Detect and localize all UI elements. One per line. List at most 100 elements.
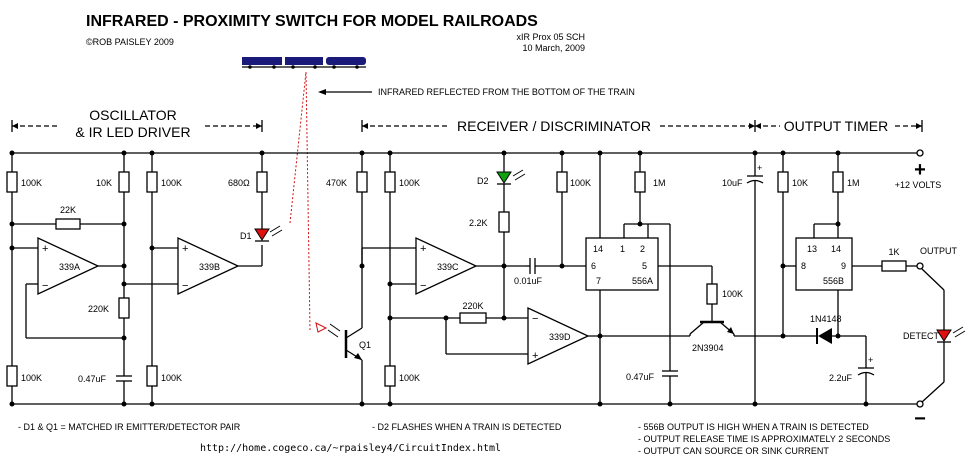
minus-sign: − [914,408,926,430]
label-1m-556a: 1M [653,178,666,188]
note-release-time: - OUTPUT RELEASE TIME IS APPROXIMATELY 2… [638,434,890,444]
opamp-339b-plus: + [182,243,188,255]
opamp-339d [527,306,590,366]
label-100k-rx-bottom: 100K [399,373,420,383]
timer-span-marker [755,120,923,132]
resistor-10k-556b [777,171,789,193]
label-047uf-osc: 0.47uF [78,374,107,384]
label-d1: D1 [240,231,252,241]
label-detect: DETECT [903,331,940,341]
opamp-339a-plus: + [42,243,48,255]
label-1n4148: 1N4148 [810,314,842,324]
label-22k: 22K [60,205,76,215]
label-q1: Q1 [359,340,371,350]
label-100k-base: 100K [722,289,743,299]
section-oscillator-line2: & IR LED DRIVER [75,124,190,140]
transistor-2n3904 [689,320,735,335]
opamp-339c-minus: − [420,280,426,292]
opamp-339c-plus: + [420,243,426,255]
label-100k-339b-top: 100K [161,178,182,188]
page-title: INFRARED - PROXIMITY SWITCH FOR MODEL RA… [86,13,538,30]
pin-556b-13: 13 [807,244,817,254]
label-1k: 1K [888,247,899,257]
opamp-339b [177,236,240,296]
label-2n3904: 2N3904 [692,343,724,353]
pin-556a-5: 5 [642,261,647,271]
plus-sign: + [914,159,926,181]
ic-556b [795,237,853,291]
cap-10uf-plus: + [757,163,762,173]
led-d2 [496,171,512,184]
pin-556b-14: 14 [831,244,841,254]
supply-voltage-label: +12 VOLTS [895,180,942,190]
ir-note-text: INFRARED REFLECTED FROM THE BOTTOM OF TH… [378,87,635,97]
resistor-2k2 [498,211,510,233]
label-001uf: 0.01uF [514,276,543,286]
label-556a: 556A [632,276,653,286]
label-339d: 339D [549,332,571,342]
label-2k2: 2.2K [469,218,488,228]
note-matched-pair: - D1 & Q1 = MATCHED IR EMITTER/DETECTOR … [18,422,241,432]
label-556b: 556B [823,276,844,286]
train-illustration [242,57,366,69]
note-d2-flashes: - D2 FLASHES WHEN A TRAIN IS DETECTED [372,422,562,432]
label-100k-rx-top: 100K [399,178,420,188]
label-220k-rx: 220K [462,301,483,311]
section-oscillator-line1: OSCILLATOR [89,107,176,123]
label-22uf: 2.2uF [829,373,853,383]
opamp-339d-plus: + [532,350,538,362]
positive-terminal[interactable] [916,149,924,157]
pin-556a-6: 6 [591,261,596,271]
ground-terminal[interactable] [916,400,924,408]
resistor-220k-osc [118,297,130,319]
label-339a: 339A [59,262,80,272]
label-339b: 339B [199,262,220,272]
pin-556a-7: 7 [596,276,601,286]
label-100k-556a: 100K [570,178,591,188]
label-output: OUTPUT [920,246,958,256]
label-220k-osc: 220K [88,304,109,314]
pin-556b-9: 9 [841,261,846,271]
resistor-100k-339b-top [146,171,158,193]
pin-556b-8: 8 [801,261,806,271]
output-terminal[interactable] [916,262,924,270]
opamp-339b-minus: − [182,280,188,292]
label-100k-osc-top: 100K [21,178,42,188]
ir-note-arrow [318,89,372,95]
opamp-339a [37,236,100,296]
led-d1 [254,228,270,241]
resistor-100k-osc-top [6,171,18,193]
resistor-1k-output [881,260,907,272]
resistor-1m-556a [634,171,646,193]
ir-beam-path [289,71,328,333]
note-556b-high: - 556B OUTPUT IS HIGH WHEN A TRAIN IS DE… [638,422,869,432]
note-source-sink: - OUTPUT CAN SOURCE OR SINK CURRENT [638,446,829,456]
section-timer: OUTPUT TIMER [784,118,889,134]
resistor-1m-556b [832,171,844,193]
label-10k-556b: 10K [792,178,808,188]
label-339c: 339C [437,262,459,272]
resistor-100k-339b-bottom [146,365,158,387]
resistor-470k [356,171,368,193]
section-receiver: RECEIVER / DISCRIMINATOR [457,118,651,134]
pin-556a-2: 2 [640,244,645,254]
label-10k: 10K [96,178,112,188]
label-680: 680Ω [228,178,250,188]
opamp-339d-minus: − [532,313,538,325]
oscillator-span-marker [11,120,263,132]
resistor-100k-556a [556,171,568,193]
date-text: 10 March, 2009 [522,43,585,53]
label-100k-osc-bottom: 100K [21,373,42,383]
pin-556a-14: 14 [593,244,603,254]
resistor-680 [256,171,268,193]
label-047uf-timer: 0.47uF [626,372,655,382]
opamp-339c [415,236,478,296]
footer-url[interactable]: http://home.cogeco.ca/~rpaisley4/Circuit… [200,443,501,454]
led-detect [936,329,952,342]
resistor-100k-rx-bottom [384,365,396,387]
resistor-220k-rx [459,312,487,324]
label-d2: D2 [477,176,489,186]
resistor-100k-base [706,283,718,305]
ic-556a [585,237,659,291]
